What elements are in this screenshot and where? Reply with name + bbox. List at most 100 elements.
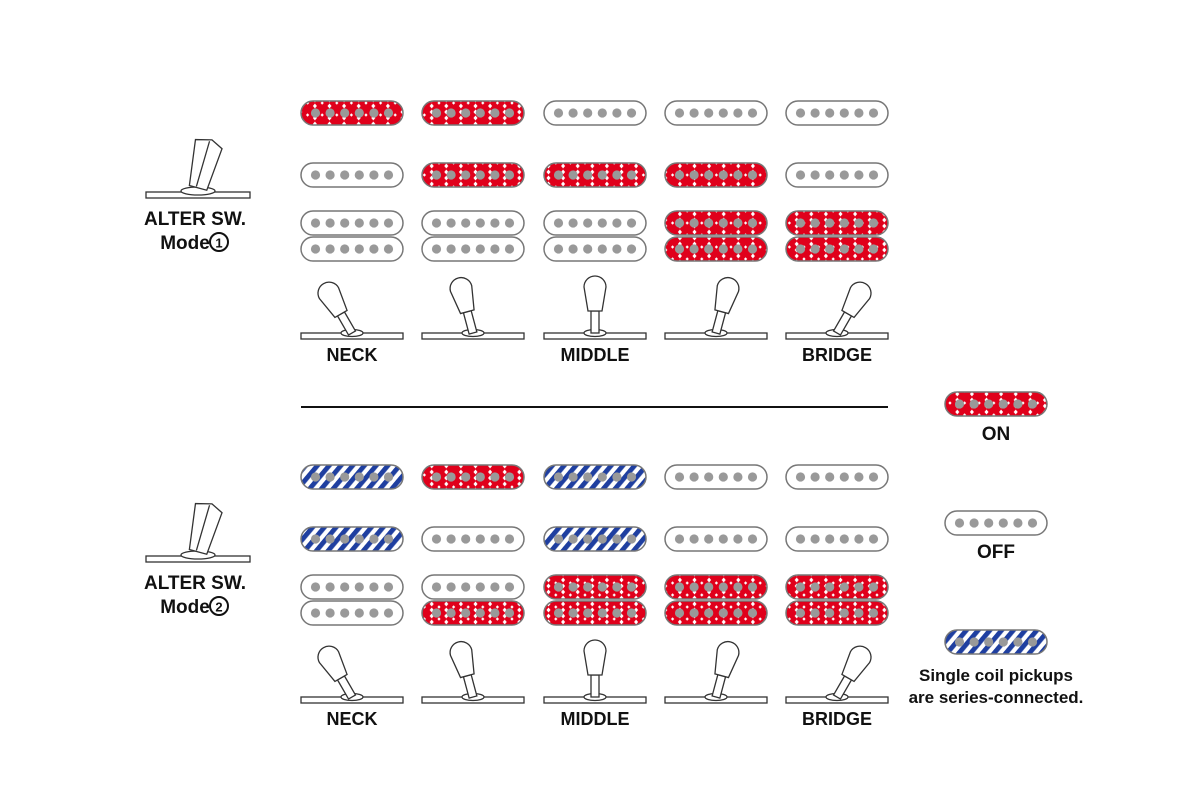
pole-piece — [825, 108, 835, 118]
pole-piece — [597, 472, 607, 482]
pickup-cover — [543, 162, 647, 188]
pole-piece — [354, 472, 364, 482]
mode2-pos1-neck-pickup-series — [300, 464, 404, 490]
pole-piece — [626, 582, 637, 592]
pole-piece — [718, 170, 728, 180]
pole-piece — [325, 218, 335, 228]
mode2-position-label-5: BRIDGE — [802, 709, 872, 729]
pole-piece — [954, 399, 965, 409]
mode1-position-label-1: NECK — [326, 345, 377, 365]
pole-piece — [1027, 399, 1038, 409]
pole-piece — [612, 108, 622, 118]
pole-piece — [854, 108, 864, 118]
pole-piece — [795, 244, 806, 254]
pole-piece — [704, 218, 714, 228]
pole-piece — [553, 244, 564, 254]
pickup-cover — [785, 100, 889, 126]
mode2-pos5-bridge-coil-bottom-on — [785, 600, 889, 626]
pole-piece — [733, 170, 743, 180]
mode2-selector-pos3-icon — [543, 639, 647, 704]
pickup-cover — [543, 574, 647, 600]
mode2-pos5-neck-pickup-off — [785, 464, 889, 490]
pole-piece — [310, 608, 321, 618]
pole-piece — [718, 608, 728, 618]
pole-piece — [475, 244, 485, 254]
pole-piece — [369, 244, 379, 254]
mode2-pos3-neck-pickup-series — [543, 464, 647, 490]
pole-piece — [839, 244, 849, 254]
pole-piece — [553, 534, 564, 544]
pole-piece — [340, 608, 350, 618]
pole-piece — [718, 582, 728, 592]
pole-piece — [810, 472, 820, 482]
pole-piece — [868, 170, 879, 180]
pickup-cover — [944, 391, 1048, 417]
pole-piece — [969, 399, 979, 409]
pickup-cover — [300, 210, 404, 236]
pole-piece — [354, 582, 364, 592]
pole-piece — [553, 472, 564, 482]
pole-piece — [597, 108, 607, 118]
pole-piece — [674, 108, 685, 118]
pole-piece — [431, 534, 442, 544]
pole-piece — [461, 218, 471, 228]
pole-piece — [689, 534, 699, 544]
pole-piece — [325, 170, 335, 180]
pole-piece — [446, 472, 456, 482]
pole-piece — [795, 608, 806, 618]
pole-piece — [504, 608, 515, 618]
pickup-cover — [944, 510, 1048, 536]
pole-piece — [689, 218, 699, 228]
pickup-cover — [785, 236, 889, 262]
pole-piece — [340, 108, 350, 118]
pole-piece — [689, 472, 699, 482]
pole-piece — [504, 108, 515, 118]
pole-piece — [446, 582, 456, 592]
pole-piece — [839, 472, 849, 482]
mode2-pos1-bridge-coil-top-off — [300, 574, 404, 600]
pole-piece — [839, 608, 849, 618]
pole-piece — [475, 582, 485, 592]
mode1-pos2-middle-pickup-on — [421, 162, 525, 188]
pole-piece — [626, 608, 637, 618]
mode2-selector-pos2-icon — [421, 640, 525, 704]
pole-piece — [674, 244, 685, 254]
mode1-pos4-bridge-coil-bottom-on — [664, 236, 768, 262]
pole-piece — [854, 582, 864, 592]
pole-piece — [383, 108, 394, 118]
pole-piece — [340, 170, 350, 180]
mode1-number-circle — [209, 232, 229, 252]
pole-piece — [998, 518, 1008, 528]
pole-piece — [718, 218, 728, 228]
pole-piece — [369, 472, 379, 482]
pole-piece — [583, 472, 593, 482]
pickup-cover — [785, 162, 889, 188]
pole-piece — [354, 534, 364, 544]
pole-piece — [461, 472, 471, 482]
pole-piece — [733, 244, 743, 254]
pole-piece — [383, 582, 394, 592]
pole-piece — [674, 534, 685, 544]
pole-piece — [733, 218, 743, 228]
mode2-number: 2 — [215, 600, 222, 615]
pole-piece — [310, 244, 321, 254]
pole-piece — [868, 472, 879, 482]
pole-piece — [383, 170, 394, 180]
pole-piece — [568, 244, 578, 254]
pole-piece — [868, 582, 879, 592]
pole-piece — [475, 608, 485, 618]
pole-piece — [446, 244, 456, 254]
pole-piece — [490, 582, 500, 592]
pole-piece — [369, 608, 379, 618]
pole-piece — [674, 582, 685, 592]
mode2-label: Mode — [160, 597, 210, 618]
pole-piece — [612, 472, 622, 482]
mode1-pos4-bridge-coil-top-on — [664, 210, 768, 236]
pole-piece — [704, 582, 714, 592]
mode2-pos2-bridge-coil-bottom-on — [421, 600, 525, 626]
pole-piece — [354, 608, 364, 618]
pickup-cover — [543, 210, 647, 236]
pole-piece — [490, 608, 500, 618]
mode1-selector-pos3-icon — [543, 275, 647, 340]
pole-piece — [490, 472, 500, 482]
